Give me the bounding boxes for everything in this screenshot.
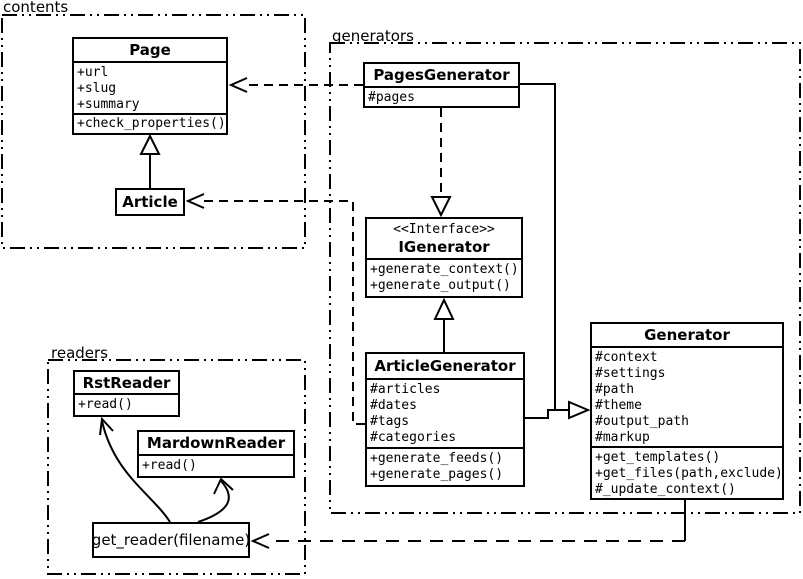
class-pagesgenerator: PagesGenerator #pages: [363, 62, 520, 108]
function-get-reader-label: get_reader(filename): [91, 531, 251, 549]
dependency-generator-to-getreader-arrowhead: [250, 533, 270, 549]
class-igenerator-header: <<Interface>> IGenerator: [367, 219, 521, 260]
class-generator-title: Generator: [592, 324, 782, 348]
package-readers-label: readers: [51, 344, 108, 362]
class-rstreader: RstReader +read(): [73, 370, 180, 417]
package-contents-border: [1, 14, 306, 249]
inheritance-articlegenerator-to-igenerator-triangle: [433, 297, 455, 320]
package-generators-border: [329, 42, 801, 514]
class-mardownreader-title: MardownReader: [139, 432, 293, 456]
inheritance-to-generator-triangle: [568, 400, 591, 420]
class-igenerator-methods: +generate_context() +generate_output(): [370, 262, 519, 293]
inheritance-articlegenerator-to-generator-line: [525, 409, 569, 419]
class-igenerator-stereotype: <<Interface>>: [393, 222, 495, 237]
dependency-articlegenerator-to-article-arrowhead: [185, 193, 205, 209]
class-page: Page +url +slug +summary +check_properti…: [72, 37, 228, 135]
arrow-getreader-to-rstreader-arrowhead: [99, 416, 114, 436]
class-rstreader-methods: +read(): [78, 397, 133, 412]
class-generator-attributes: #context #settings #path #theme #output_…: [592, 348, 782, 448]
realization-pagesgenerator-to-igenerator-triangle: [430, 196, 452, 218]
class-articlegenerator: ArticleGenerator #articles #dates #tags …: [365, 352, 525, 487]
package-readers-border: [47, 359, 306, 575]
class-rstreader-title: RstReader: [75, 372, 178, 395]
package-contents-label: contents: [3, 0, 69, 16]
class-pagesgenerator-title: PagesGenerator: [365, 64, 518, 88]
class-igenerator: <<Interface>> IGenerator +generate_conte…: [365, 217, 523, 298]
arrow-getreader-to-mardownreader-arrowhead: [213, 477, 234, 495]
class-articlegenerator-methods: +generate_feeds() +generate_pages(): [370, 451, 504, 482]
class-igenerator-title: IGenerator: [398, 238, 490, 256]
class-articlegenerator-attributes: #articles #dates #tags #categories: [367, 380, 523, 449]
arrow-getreader-to-mardownreader-curve: [197, 480, 230, 523]
class-mardownreader: MardownReader +read(): [137, 430, 295, 478]
class-article: Article: [115, 188, 185, 216]
inheritance-article-to-page-triangle: [139, 133, 161, 155]
class-pagesgenerator-attributes: #pages: [368, 90, 415, 105]
class-mardownreader-methods: +read(): [142, 458, 197, 473]
dependency-articlegenerator-to-article-line: [204, 200, 365, 425]
class-page-attributes: +url +slug +summary: [74, 63, 226, 115]
class-articlegenerator-title: ArticleGenerator: [367, 354, 523, 380]
inheritance-pagesgenerator-to-generator-line: [520, 83, 569, 411]
class-page-title: Page: [74, 39, 226, 63]
class-page-methods: +check_properties(): [77, 116, 226, 131]
arrow-getreader-to-rstreader-curve: [101, 420, 171, 523]
dependency-pagesgenerator-to-page-arrowhead: [228, 77, 248, 93]
class-generator: Generator #context #settings #path #them…: [590, 322, 784, 500]
function-get-reader-box: get_reader(filename): [92, 522, 250, 558]
package-generators-label: generators: [332, 27, 414, 45]
class-generator-methods: +get_templates() +get_files(path,exclude…: [595, 450, 782, 497]
class-article-title: Article: [122, 193, 178, 211]
